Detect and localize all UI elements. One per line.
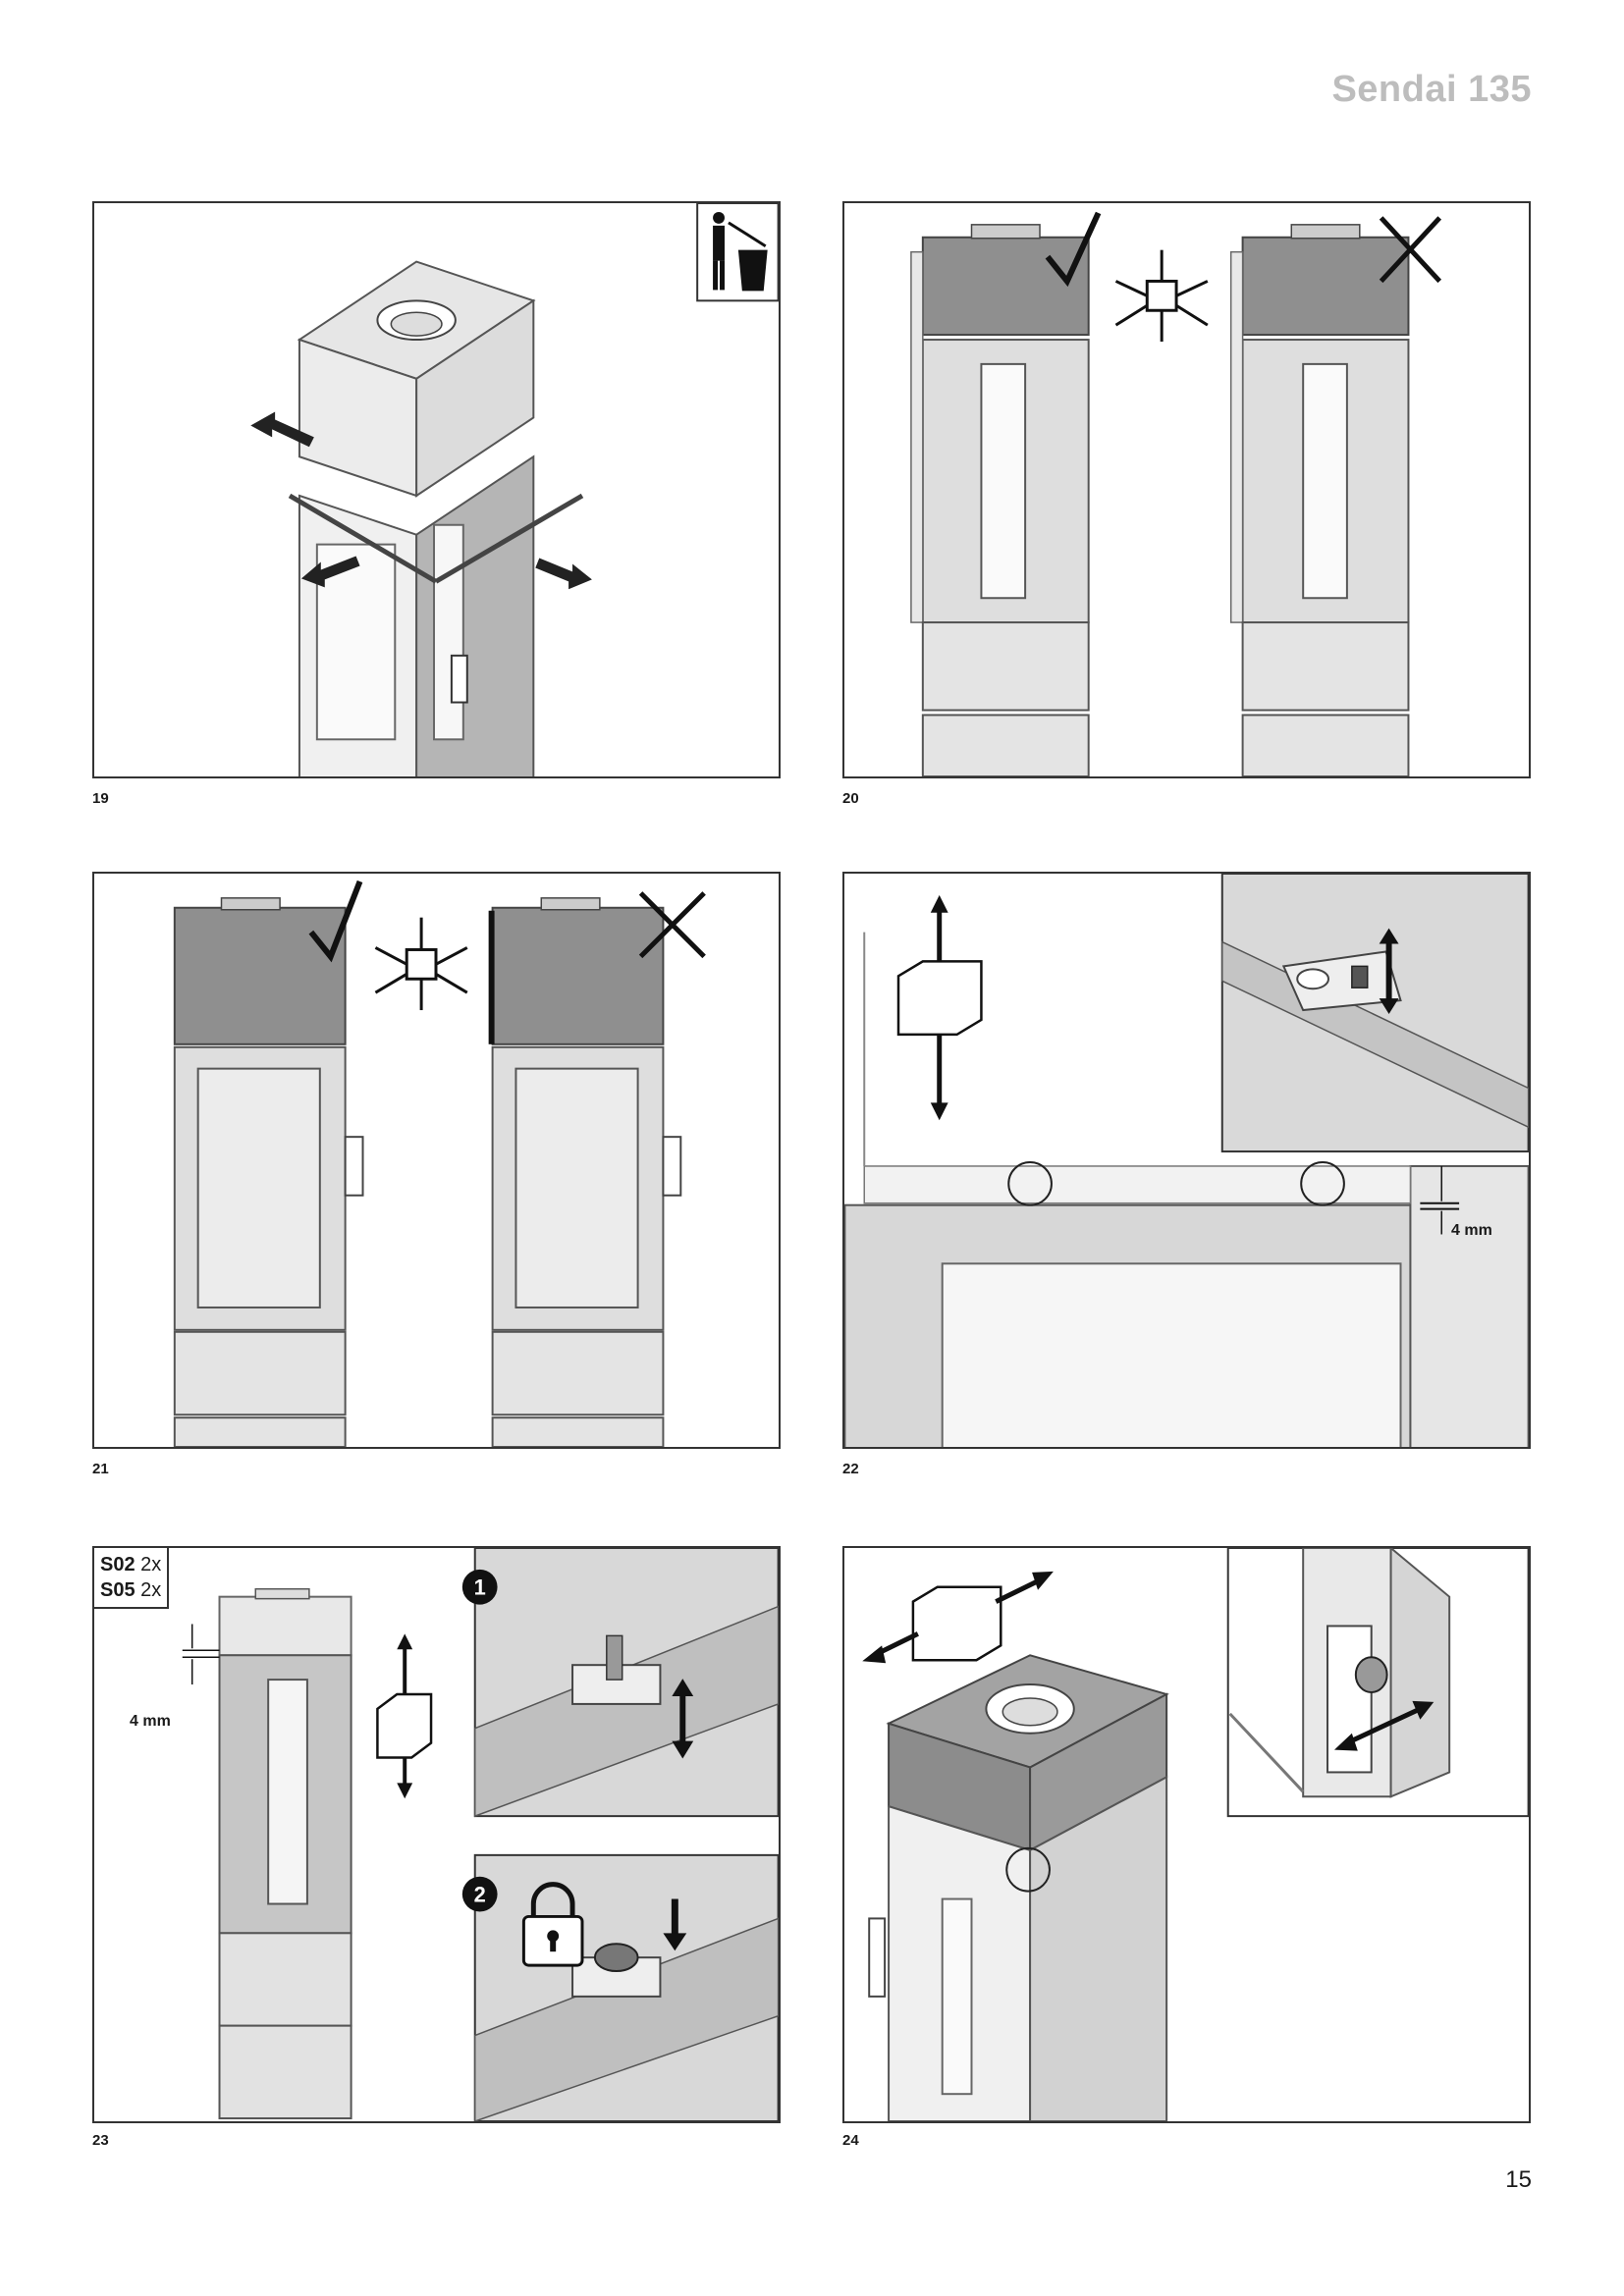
figure-22-panel: 4 mm — [842, 872, 1531, 1449]
figure-24-panel — [842, 1546, 1531, 2123]
detail-inset — [1226, 1548, 1529, 1818]
checkmark-icon — [308, 880, 363, 963]
figure-number: 22 — [842, 1461, 859, 1477]
part-qty: 2x — [140, 1554, 162, 1575]
cross-icon — [1379, 216, 1442, 284]
dimension-label: 4 mm — [130, 1713, 171, 1730]
cube-move-icon — [1114, 249, 1209, 343]
figure-number: 21 — [92, 1461, 109, 1477]
step-number-1: 1 — [474, 1575, 486, 1600]
part-code: S05 — [100, 1579, 135, 1601]
part-qty: 2x — [140, 1579, 162, 1601]
figure-number: 19 — [92, 790, 109, 807]
figure-20-drawing — [910, 211, 1442, 776]
page-number: 15 — [1505, 2166, 1532, 2193]
cross-icon — [638, 891, 706, 959]
step-badge-1 — [461, 1569, 498, 1605]
figure-21-drawing — [173, 880, 706, 1447]
part-row: S05 2x — [100, 1577, 161, 1603]
figure-22-drawing — [844, 874, 1529, 1447]
part-row: S02 2x — [100, 1552, 161, 1577]
figure-number: 23 — [92, 2132, 109, 2149]
stove-incorrect — [488, 897, 682, 1447]
figure-21-panel — [92, 872, 781, 1449]
document-title: Sendai 135 — [1331, 69, 1532, 110]
figure-19-drawing — [250, 203, 779, 776]
detail-inset — [1220, 874, 1529, 1153]
figure-19-panel — [92, 201, 781, 778]
figure-number: 20 — [842, 790, 859, 807]
arrow-icon — [535, 558, 592, 590]
dimension-label: 4 mm — [1451, 1222, 1492, 1239]
part-code: S02 — [100, 1554, 135, 1575]
arrow-icon — [250, 411, 314, 448]
cube-move-icon — [374, 917, 468, 1011]
stove-incorrect — [1229, 224, 1410, 776]
stove-correct — [910, 224, 1090, 776]
arrow-icon — [300, 556, 360, 588]
cube-move-icon — [376, 1633, 433, 1799]
lock-icon — [521, 1882, 584, 1967]
step-2-inset — [473, 1853, 779, 2121]
figure-24-drawing — [862, 1548, 1529, 2121]
checkmark-icon — [1045, 211, 1102, 288]
figure-number: 24 — [842, 2132, 859, 2149]
figure-20-panel — [842, 201, 1531, 778]
step-badge-2 — [461, 1876, 498, 1912]
parts-list: S02 2x S05 2x — [94, 1548, 170, 1609]
cube-move-icon — [896, 894, 983, 1121]
disposal-icon — [696, 203, 779, 302]
figure-23-panel: 1 2 S02 2x S05 2x 4 mm — [92, 1546, 781, 2123]
figure-23-drawing: 1 2 — [182, 1548, 779, 2121]
stove-correct — [173, 897, 364, 1447]
cube-move-icon — [862, 1571, 1054, 1664]
step-number-2: 2 — [474, 1883, 486, 1907]
step-1-inset — [473, 1548, 779, 1818]
